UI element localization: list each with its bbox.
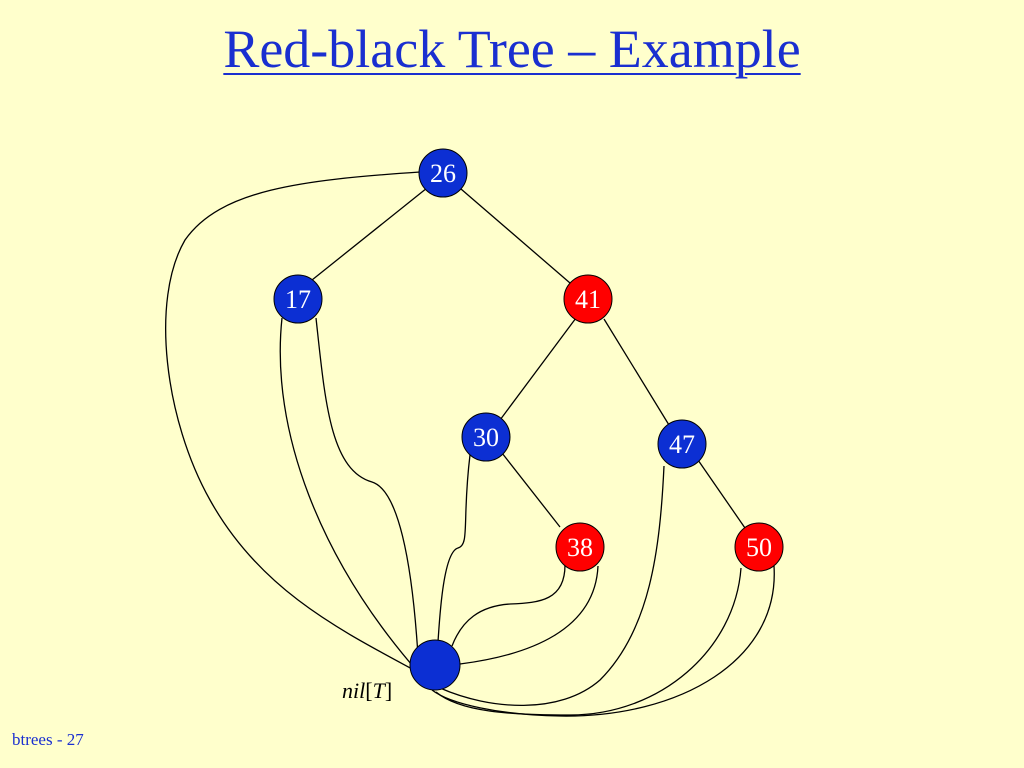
slide-title: Red-black Tree – Example bbox=[223, 19, 801, 79]
nil-sentinel-node bbox=[409, 639, 461, 691]
nil-link-30 bbox=[437, 454, 471, 643]
nil-link-38-left bbox=[451, 564, 566, 647]
node-50: 50 bbox=[734, 522, 784, 572]
nil-link-50-left bbox=[435, 567, 742, 716]
node-30: 30 bbox=[461, 412, 511, 462]
tree-edges bbox=[311, 187, 746, 529]
nil-link-50-right bbox=[431, 565, 775, 717]
edge-26-17 bbox=[311, 187, 428, 281]
nil-link-26 bbox=[165, 171, 421, 671]
nil-bracket-open: [ bbox=[365, 678, 373, 703]
node-26-label: 26 bbox=[430, 159, 456, 188]
slide-footer: btrees - 27 bbox=[12, 730, 84, 749]
nil-text: nil bbox=[342, 678, 366, 703]
node-41: 41 bbox=[563, 274, 613, 324]
nil-link-47 bbox=[439, 465, 665, 707]
edge-47-50 bbox=[697, 459, 746, 529]
nil-link-17-left bbox=[279, 317, 419, 673]
node-17-label: 17 bbox=[285, 285, 311, 314]
nil-link-17-right bbox=[315, 317, 419, 657]
edge-30-38 bbox=[501, 452, 561, 528]
edge-26-41 bbox=[460, 188, 571, 284]
node-17: 17 bbox=[273, 274, 323, 324]
edge-41-30 bbox=[499, 317, 577, 421]
node-47: 47 bbox=[657, 419, 707, 469]
node-47-label: 47 bbox=[669, 430, 695, 459]
nil-t-text: T bbox=[372, 678, 385, 703]
nil-link-38-right bbox=[459, 565, 599, 665]
node-50-label: 50 bbox=[746, 533, 772, 562]
node-38-label: 38 bbox=[567, 533, 593, 562]
edge-41-47 bbox=[603, 318, 670, 426]
node-38: 38 bbox=[555, 522, 605, 572]
node-30-label: 30 bbox=[473, 423, 499, 452]
node-26: 26 bbox=[418, 148, 468, 198]
nil-bracket-close: ] bbox=[384, 678, 393, 703]
nil-label: nil[T] bbox=[342, 678, 392, 704]
nil-links bbox=[165, 171, 775, 717]
node-41-label: 41 bbox=[575, 285, 601, 314]
